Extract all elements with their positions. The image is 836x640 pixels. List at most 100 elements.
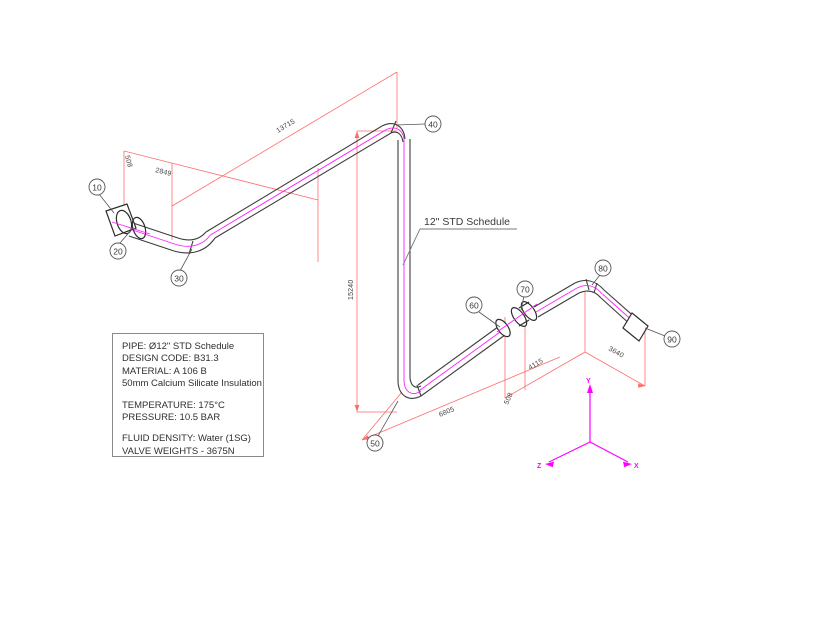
dim-line-2849 [123,150,319,201]
pipe-edge-lowdiag-bottom [420,334,506,397]
elbow-80-weld-a [585,278,590,291]
witness-line-bot-a [361,391,403,441]
balloon-40-leader [395,123,426,126]
pipe-edge-lowdiag-top [417,323,503,386]
axis-x-label: X [634,463,639,470]
arrow-6805 [362,435,370,440]
pipe-edge-80a-bottom [537,292,580,318]
elbow-30-inner [173,237,216,254]
balloon-80-leader [591,274,601,286]
elbow-40-inner [390,131,404,143]
balloon-40-circle [424,115,442,133]
arrow-15240-bottom [354,405,360,412]
axis-z-arrow [545,461,554,468]
pipe-segment-lower-diagonal [417,323,506,397]
balloon-60[interactable]: 60 [465,296,501,328]
balloon-50-circle [366,434,384,452]
dim-text-3640: 3640 [607,346,625,360]
elbow-50-outer [397,381,422,399]
balloon-20-label: 20 [113,247,123,257]
dim-line-13715 [171,71,398,207]
elbow-30 [173,231,216,255]
balloon-30-circle [170,269,188,287]
balloon-30-leader [179,248,193,272]
specification-info-box: PIPE: Ø12" STD Schedule DESIGN CODE: B31… [112,333,264,457]
elbow-40 [381,120,406,143]
pipe-segment-main-diagonal [205,125,392,239]
balloon-10-circle [88,178,106,196]
spec-spacer-1 [122,391,255,400]
balloon-80[interactable]: 80 [591,259,612,286]
pipe-segment-upper-left [128,222,179,252]
balloon-50[interactable]: 50 [366,400,399,452]
balloon-70-circle [516,280,534,298]
balloon-20[interactable]: 20 [109,227,134,260]
elbow-50-inner [409,377,422,388]
balloon-50-leader [377,400,399,437]
centerline-lower-diagonal [419,329,504,391]
arrow-15240-top [354,131,360,138]
spec-line-valve-weights: VALVE WEIGHTS - 3675N [122,445,235,457]
dim-text-13715: 13715 [275,118,296,135]
centerline-elbow-50 [403,379,422,394]
arrow-3640 [638,383,645,388]
balloon-40[interactable]: 40 [395,115,442,133]
flange-20-face [115,209,133,235]
elbow-30-outer [177,231,207,241]
spec-spacer-2 [122,424,255,433]
axis-z-line [548,441,591,463]
axis-x-arrow [623,461,632,468]
balloon-50-label: 50 [370,439,380,449]
balloon-70[interactable]: 70 [516,280,534,311]
balloon-90-label: 90 [667,335,677,345]
centerline-flange-10 [111,221,151,235]
balloon-10-label: 10 [92,183,102,193]
centerline-valve-60-70 [496,303,538,333]
pipe-edge-ul-bottom [128,235,175,252]
pipe-edge-80a-top [533,282,576,308]
leader-note-label: 12" STD Schedule [424,216,510,228]
balloon-10-leader [98,193,115,214]
axis-y-arrow [587,384,593,393]
centerline-main-diagonal [210,129,387,236]
balloon-30[interactable]: 30 [170,248,193,287]
balloon-60-circle [465,296,483,314]
pipe-edge-ul-top [132,222,179,239]
pipe-segment-vertical [397,139,411,382]
centerline-upper-left [130,229,177,245]
centerline-elbow-30 [175,234,211,247]
dim-text-15240: 15240 [348,280,355,300]
spec-line-temperature: TEMPERATURE: 175°C [122,399,225,411]
flange-90 [622,312,649,342]
balloon-20-circle [109,242,127,260]
balloon-10[interactable]: 10 [88,178,115,214]
spec-line-material: MATERIAL: A 106 B [122,365,207,377]
dim-line-6805 [361,356,561,441]
flange-20-hub [131,216,147,240]
dim-text-508-left: 508 [123,155,133,169]
balloon-80-label: 80 [598,264,608,274]
elbow-30-weld-a [188,240,194,255]
balloon-90-circle [663,330,681,348]
balloon-callouts: 10 20 30 40 50 60 [88,115,681,452]
elbow-80-outer [574,280,605,291]
balloon-90[interactable]: 90 [644,327,681,348]
balloon-20-leader [119,227,134,244]
dim-line-4115 [504,351,586,399]
dimension-lines [123,71,646,441]
leader-note-12-std-schedule[interactable]: 12" STD Schedule [402,216,517,266]
balloon-80-circle [594,259,612,277]
pipe-edge-diag-bottom [214,132,392,239]
flange-20 [115,209,147,240]
balloon-70-leader [520,295,525,311]
axis-z-label: Z [537,463,542,470]
dim-text-508-right: 508 [503,392,514,406]
axis-y-label: Y [586,378,591,385]
elbow-50-weld-a [416,384,422,397]
elbow-50 [397,377,422,399]
axis-x-line [589,441,629,463]
dim-text-2849: 2849 [155,167,173,178]
balloon-30-label: 30 [174,274,184,284]
flange-70 [510,301,538,327]
